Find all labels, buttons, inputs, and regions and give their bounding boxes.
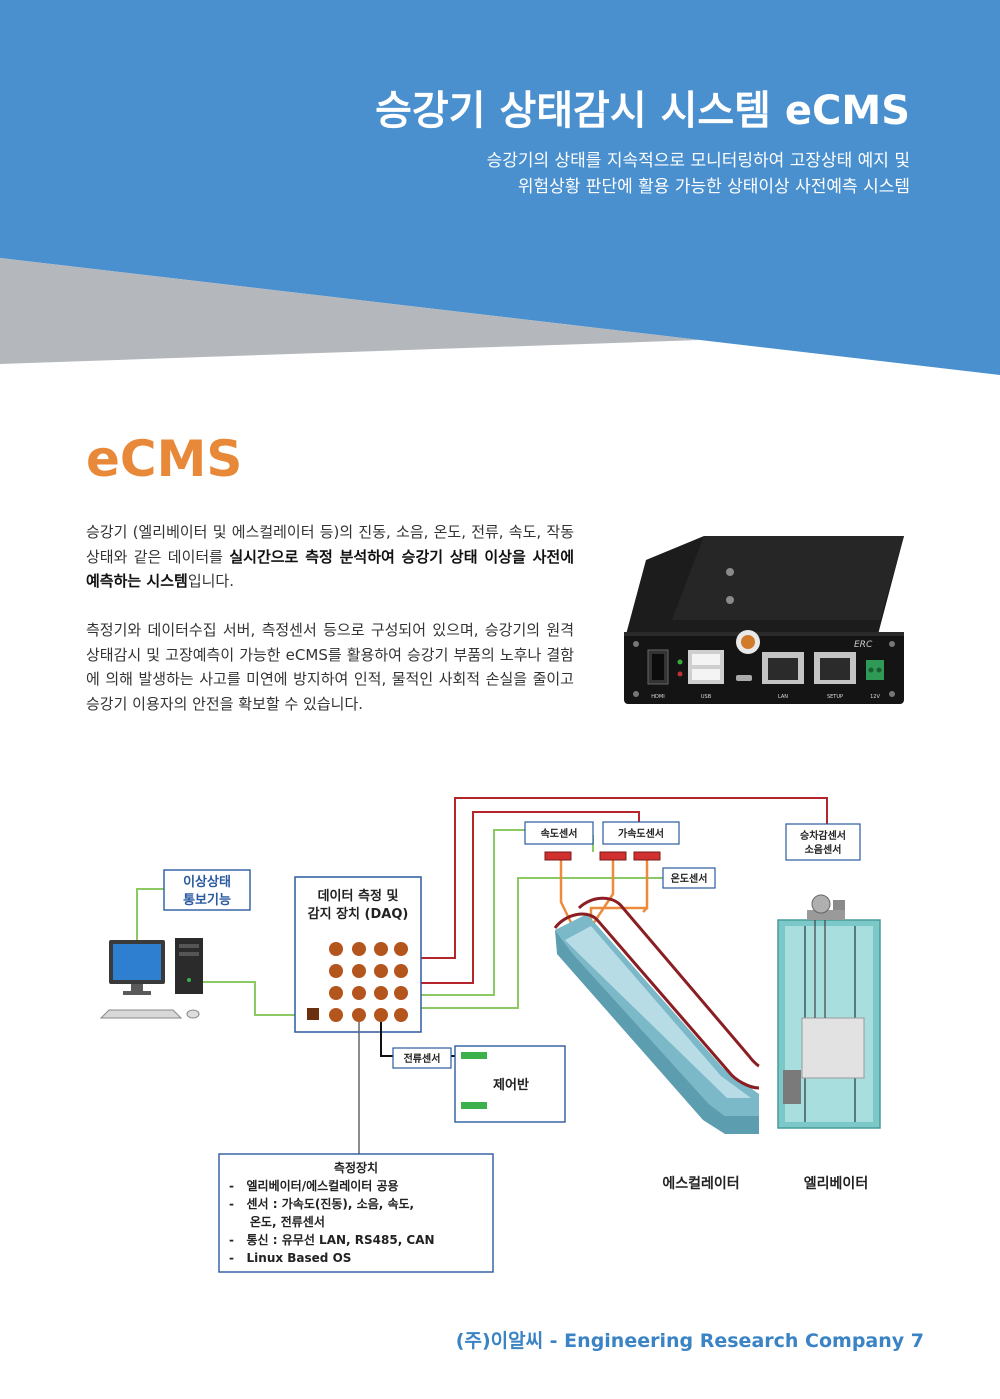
spec-line: 온도, 전류센서 [229, 1214, 325, 1229]
alert-function-box: 이상상태 통보기능 [163, 869, 251, 911]
control-panel-box: 제어반 [454, 1045, 566, 1123]
svg-text:전류센서: 전류센서 [404, 1052, 441, 1065]
elevator-label: 엘리베이터 [804, 1175, 868, 1192]
spec-line: - Linux Based OS [229, 1251, 351, 1265]
computer-icon [99, 938, 203, 1019]
spec-box: 측정장치 - 엘리베이터/에스컬레이터 공용 - 센서 : 가속도(진동), 소… [218, 1153, 494, 1273]
port-label-usb: USB [701, 694, 712, 700]
intro-highlight: 실시간으로 측정 분석하여 승강기 상태 이상을 사전에 예측하는 시스템 [86, 547, 574, 591]
spec-line: - 통신 : 유무선 LAN, RS485, CAN [229, 1232, 435, 1247]
noise-sensor-label: 승차감센서 소음센서 [785, 823, 861, 861]
svg-text:승차감센서: 승차감센서 [800, 829, 846, 842]
system-diagram: 속도센서 가속도센서 온도센서 승차감센서 소음센서 이상상태 통보기능 데이터… [99, 797, 881, 1273]
page-title: 승강기 상태감시 시스템 eCMS [375, 88, 910, 134]
temp-sensor-label: 온도센서 [662, 867, 716, 889]
spec-line: - 센서 : 가속도(진동), 소음, 속도, [229, 1196, 414, 1211]
port-label-12v: 12V [870, 694, 880, 700]
port-label-setup: SETUP [827, 694, 843, 700]
escalator-label: 에스컬레이터 [662, 1175, 739, 1192]
speed-sensor-label: 속도센서 [524, 821, 594, 845]
accel-sensor-label: 가속도센서 [602, 821, 680, 845]
detail-paragraph: 측정기와 데이터수집 서버, 측정센서 등으로 구성되어 있으며, 승강기의 원… [86, 621, 574, 713]
sensor-bar [544, 851, 572, 861]
svg-text:이상상태: 이상상태 [183, 874, 231, 890]
page-footer: (주)이알씨 - Engineering Research Company 7 [455, 1330, 924, 1352]
sensor-bar [599, 851, 627, 861]
svg-text:제어반: 제어반 [493, 1077, 529, 1093]
svg-text:통보기능: 통보기능 [183, 893, 231, 908]
sensor-bar [633, 851, 661, 861]
svg-text:데이터 측정 및: 데이터 측정 및 [318, 888, 399, 904]
section-title: eCMS [86, 430, 243, 488]
port-label-hdmi: HDMI [651, 694, 664, 700]
header-banner [0, 0, 1000, 375]
svg-text:소음센서: 소음센서 [805, 843, 842, 856]
svg-text:속도센서: 속도센서 [541, 827, 578, 840]
subtitle-line: 위험상황 판단에 활용 가능한 상태이상 사전예측 시스템 [517, 177, 910, 197]
elevator-illustration [777, 894, 881, 1129]
port-label-lan: LAN [778, 694, 788, 700]
spec-title: 측정장치 [334, 1160, 378, 1175]
svg-text:가속도센서: 가속도센서 [618, 827, 664, 840]
svg-text:감지 장치 (DAQ): 감지 장치 (DAQ) [308, 906, 409, 922]
escalator-illustration [553, 896, 760, 1134]
page-subtitle: 승강기의 상태를 지속적으로 모니터링하여 고장상태 예지 및 위험상황 판단에… [487, 148, 910, 200]
daq-box: 데이터 측정 및 감지 장치 (DAQ) [294, 876, 422, 1033]
svg-text:온도센서: 온도센서 [671, 872, 708, 885]
subtitle-line: 승강기의 상태를 지속적으로 모니터링하여 고장상태 예지 및 [486, 151, 910, 171]
device-image: ERC HDMI USB LAN SETUP 12V [624, 536, 904, 704]
green-wires [136, 829, 663, 1016]
red-wires [401, 797, 828, 984]
intro-text: 승강기 (엘리베이터 및 에스컬레이터 등)의 진동, 소음, 온도, 전류, … [86, 523, 574, 566]
intro-paragraph: 승강기 (엘리베이터 및 에스컬레이터 등)의 진동, 소음, 온도, 전류, … [86, 520, 574, 594]
intro-text-end: 입니다. [187, 572, 234, 590]
device-brand: ERC [854, 640, 873, 650]
spec-line: - 엘리베이터/에스컬레이터 공용 [229, 1178, 399, 1193]
current-sensor-label: 전류센서 [392, 1047, 452, 1069]
